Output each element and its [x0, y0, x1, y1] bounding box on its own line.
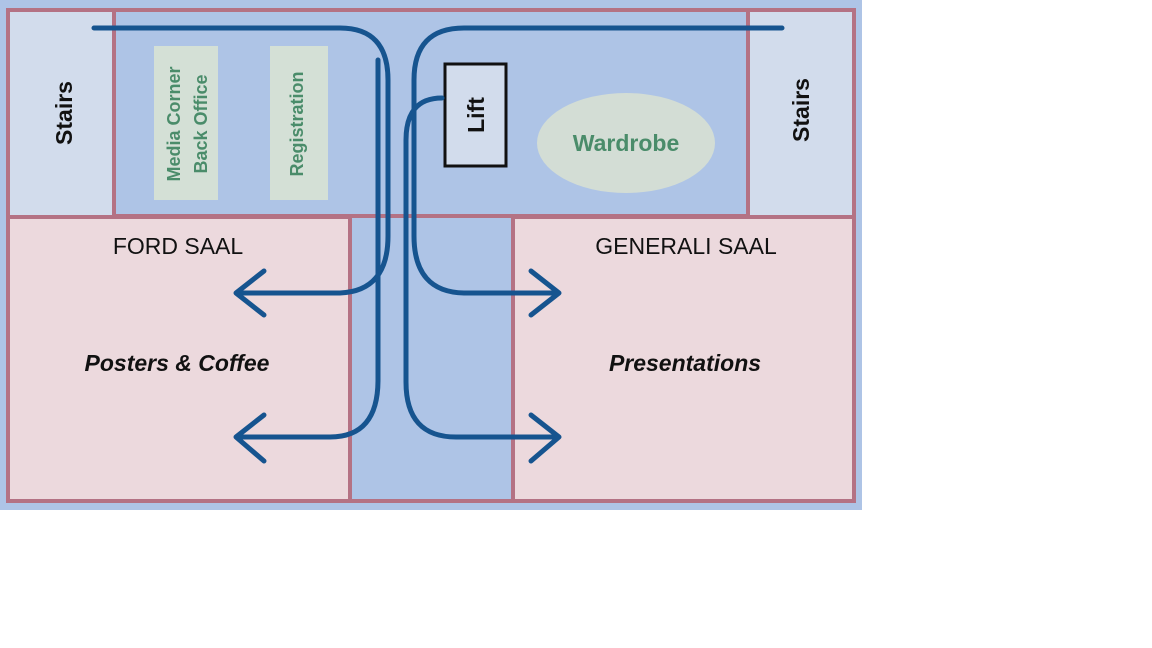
stairs-right-area [748, 10, 854, 216]
route-top-right [411, 25, 785, 296]
route-top-left [91, 25, 391, 296]
wardrobe-area [537, 93, 715, 193]
media-corner-label: Media Corner [164, 66, 184, 181]
route-lift-branch [403, 95, 558, 440]
arrow-head-left-lower [233, 412, 267, 464]
route-left-lower [237, 57, 381, 440]
arrow-head-left-upper [233, 268, 267, 318]
generali-saal-use: Presentations [609, 350, 761, 376]
ford-saal-title: FORD SAAL [113, 233, 244, 259]
stairs-left-label: Stairs [51, 81, 77, 145]
wardrobe-label: Wardrobe [573, 130, 680, 156]
generali-saal-area [511, 215, 856, 503]
lift-box [443, 62, 508, 168]
stairs-left-area [8, 10, 114, 216]
stairs-right-label: Stairs [788, 78, 814, 142]
arrow-head-right-lower [528, 412, 562, 464]
route-arrow-icon [91, 25, 785, 464]
ford-saal-use: Posters & Coffee [85, 350, 270, 376]
arrow-head-right-upper [528, 268, 562, 318]
lift-label: Lift [463, 97, 489, 133]
registration-panel [270, 46, 328, 200]
generali-saal-title: GENERALI SAAL [595, 233, 777, 259]
registration-label: Registration [287, 71, 307, 176]
venue-floor-map: Stairs Stairs Media Corner Back Office R… [0, 0, 862, 510]
ford-saal-area [6, 215, 352, 503]
media-corner-panel [154, 46, 218, 200]
foyer-wall [112, 8, 750, 218]
back-office-label: Back Office [191, 74, 211, 173]
